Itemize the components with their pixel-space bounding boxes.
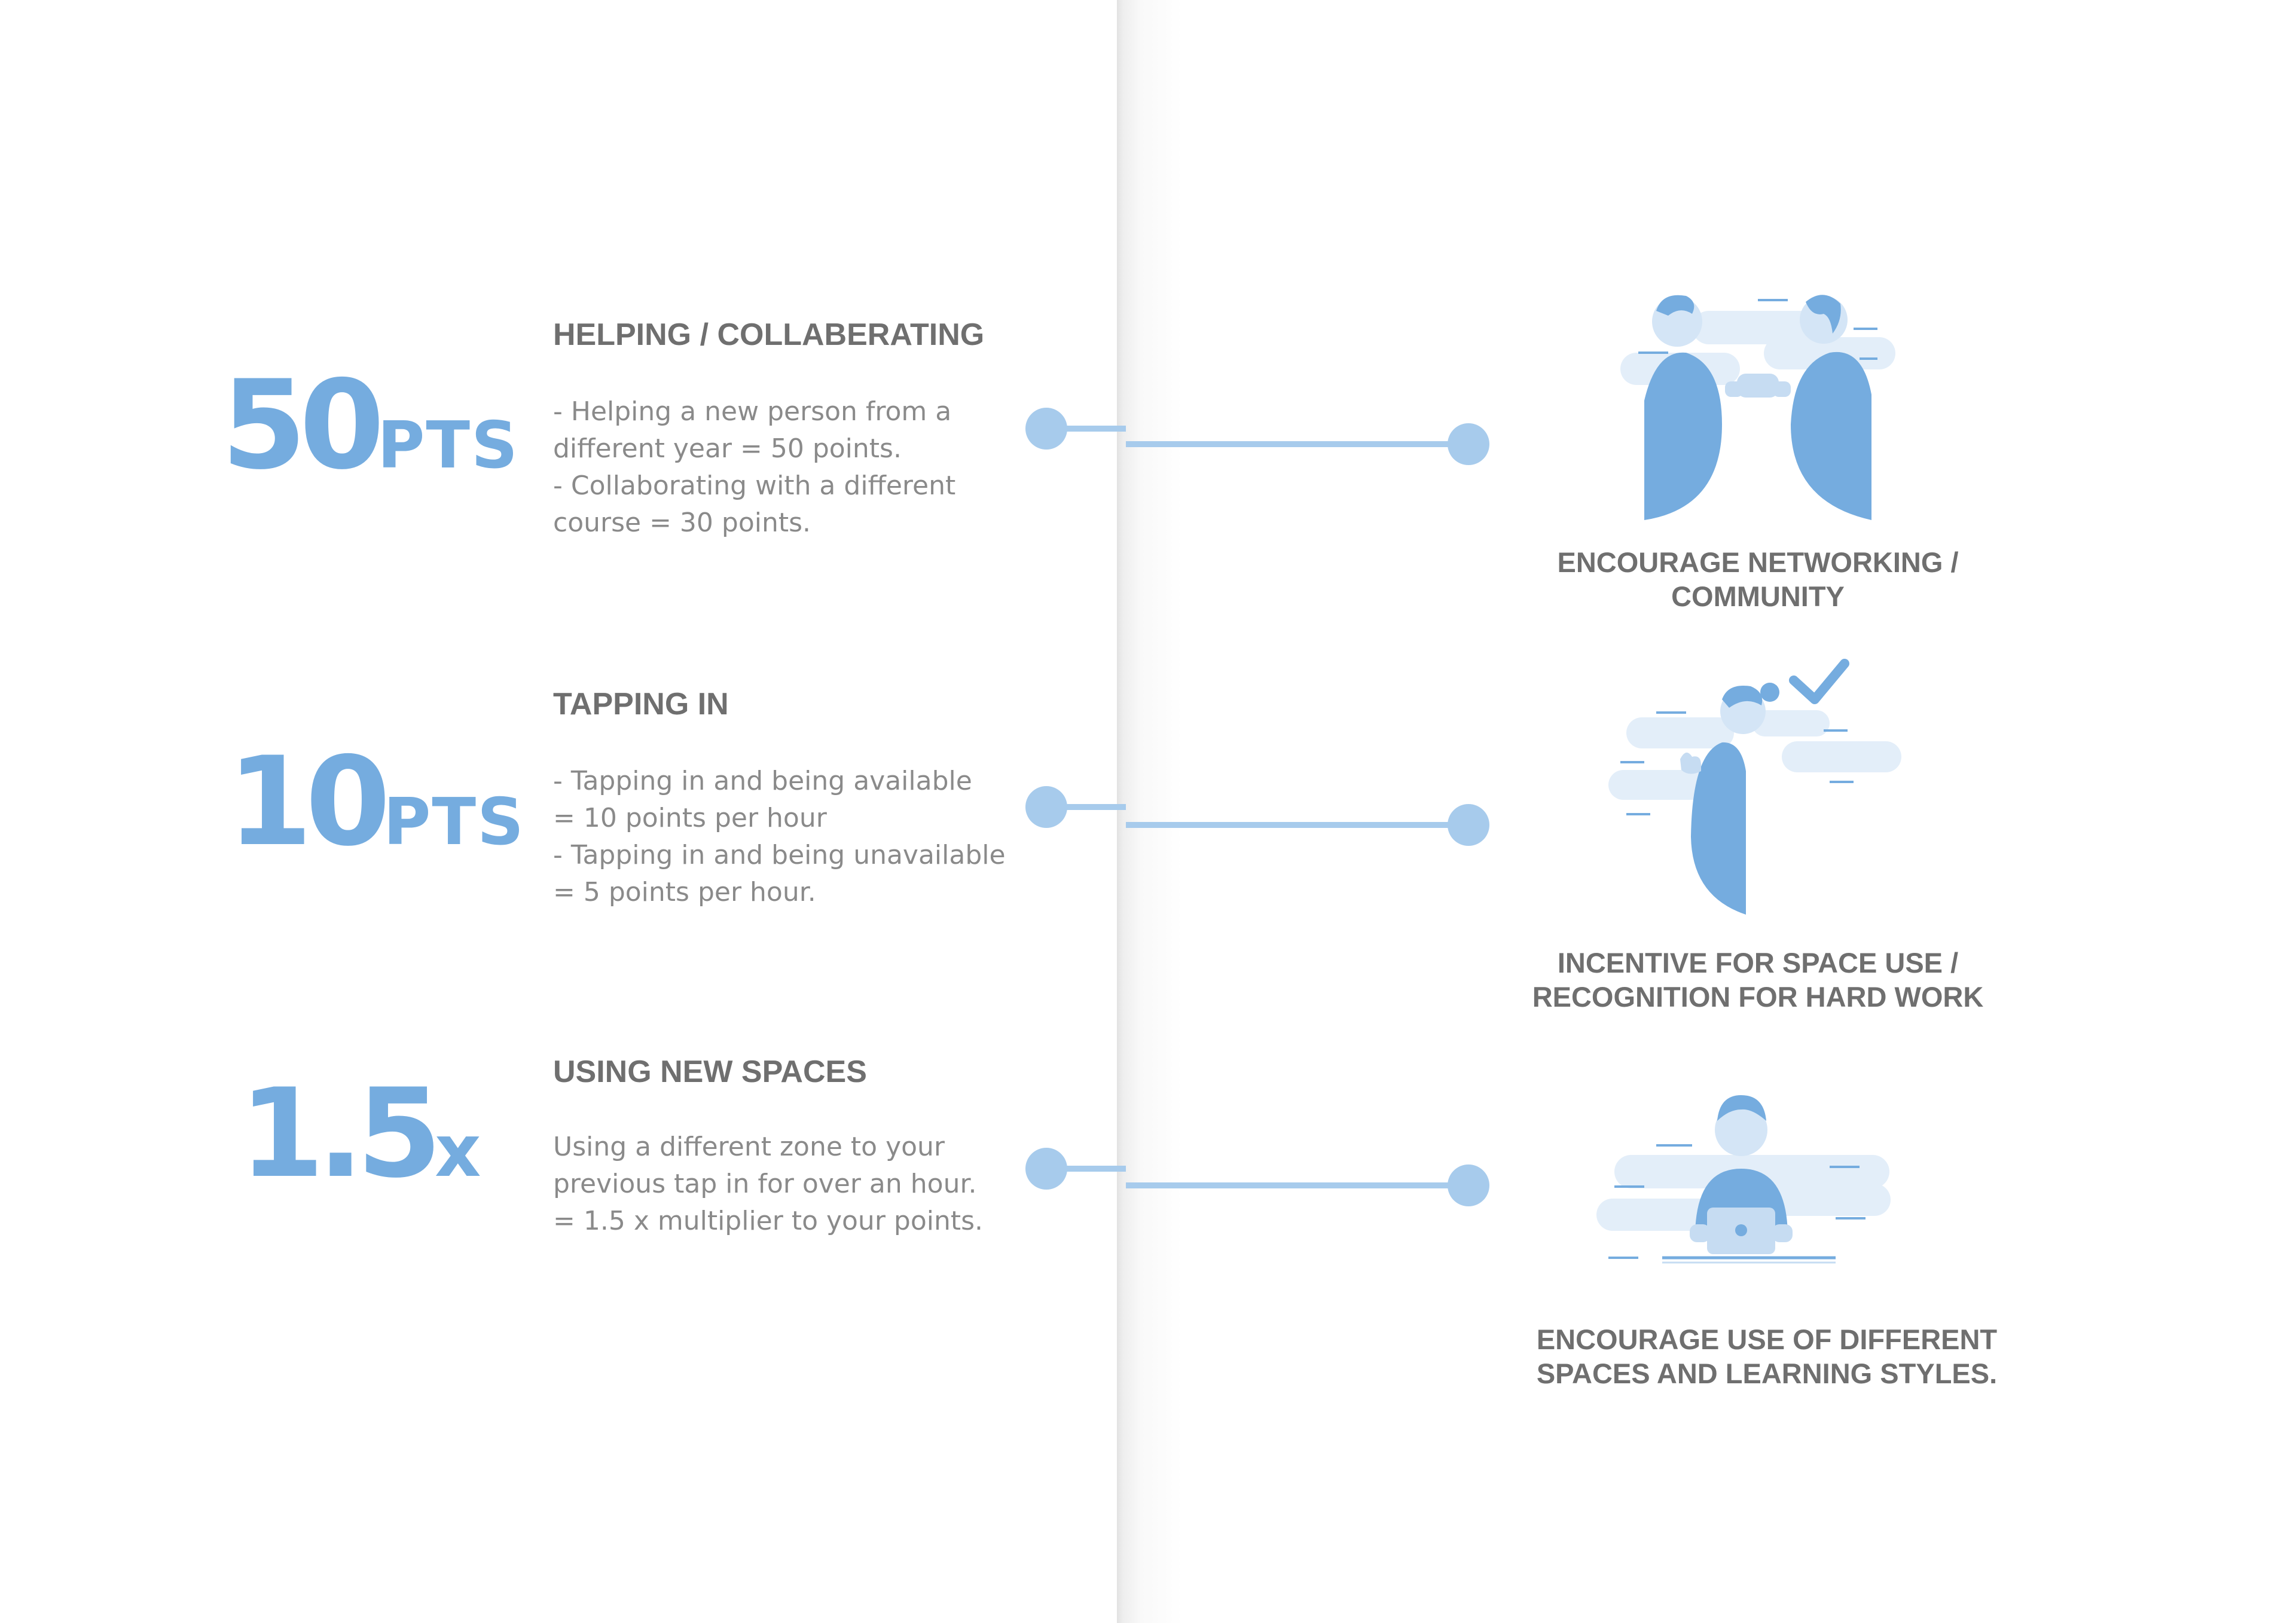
multiplier-number: 1.5 (239, 1063, 442, 1205)
points-value-row-1: 50PTS (221, 365, 519, 487)
points-value-row-2: 10PTS (227, 741, 525, 864)
points-unit: PTS (383, 785, 525, 860)
description-line: - Collaborating with a different (553, 470, 956, 501)
left-panel (0, 0, 1117, 1623)
description-line: - Tapping in and being unavailable (553, 840, 1006, 870)
connector-end-dot (1448, 1164, 1489, 1206)
description-line: - Helping a new person from a (553, 396, 952, 427)
connector-start-dot (1025, 1148, 1067, 1190)
caption-line: ENCOURAGE NETWORKING / (1557, 546, 1959, 578)
caption-line: COMMUNITY (1671, 580, 1845, 612)
rule-description-tapping-in: - Tapping in and being available = 10 po… (553, 763, 1043, 911)
points-unit: PTS (377, 408, 519, 483)
rule-title-helping: HELPING / COLLABERATING (553, 317, 985, 352)
multiplier-unit: x (435, 1110, 481, 1193)
connector-start-dot (1025, 408, 1067, 450)
goal-caption-networking: ENCOURAGE NETWORKING / COMMUNITY (1459, 545, 2057, 613)
description-line: Using a different zone to your (553, 1132, 945, 1162)
description-line: different year = 50 points. (553, 433, 902, 464)
connector-line (1064, 804, 1126, 810)
caption-line: RECOGNITION FOR HARD WORK (1532, 981, 1984, 1013)
multiplier-value-row-3: 1.5x (239, 1073, 481, 1196)
connector-line (1126, 441, 1471, 447)
caption-line: ENCOURAGE USE OF DIFFERENT (1536, 1324, 1998, 1355)
connector-line (1126, 822, 1471, 828)
person-with-checkmark-illustration (1608, 659, 1901, 915)
description-line: course = 30 points. (553, 508, 811, 538)
goal-caption-learning-styles: ENCOURAGE USE OF DIFFERENT SPACES AND LE… (1468, 1322, 2066, 1390)
connector-line (1126, 1182, 1471, 1188)
points-number: 10 (227, 731, 390, 873)
connector-line (1064, 1166, 1126, 1172)
description-line: - Tapping in and being available (553, 766, 972, 796)
goal-caption-space-use: INCENTIVE FOR SPACE USE / RECOGNITION FO… (1459, 946, 2057, 1014)
description-line: = 5 points per hour. (553, 877, 816, 907)
connector-start-dot (1025, 786, 1067, 828)
connector-line (1064, 426, 1126, 432)
two-people-collaborating-illustration (1620, 295, 1895, 520)
description-line: previous tap in for over an hour. (553, 1169, 977, 1199)
rule-title-tapping-in: TAPPING IN (553, 687, 729, 722)
connector-end-dot (1448, 804, 1489, 846)
description-line: = 10 points per hour (553, 803, 827, 833)
rule-description-helping: - Helping a new person from a different … (553, 393, 1043, 542)
caption-line: INCENTIVE FOR SPACE USE / (1557, 947, 1959, 979)
description-line: = 1.5 x multiplier to your points. (553, 1206, 984, 1236)
caption-line: SPACES AND LEARNING STYLES. (1536, 1358, 1998, 1389)
points-number: 50 (221, 354, 384, 497)
person-at-laptop-illustration (1596, 1095, 1891, 1264)
rule-description-new-spaces: Using a different zone to your previous … (553, 1129, 1043, 1240)
rule-title-new-spaces: USING NEW SPACES (553, 1055, 867, 1089)
connector-end-dot (1448, 423, 1489, 465)
